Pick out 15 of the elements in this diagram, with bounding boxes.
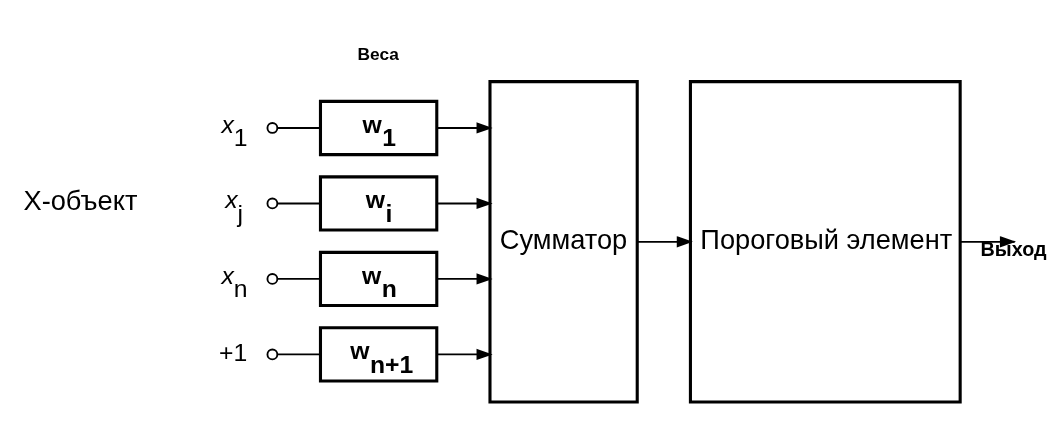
node-box: Сумматор xyxy=(488,79,639,404)
node-text: +1 xyxy=(219,338,248,366)
node-box: Пороговый элемент xyxy=(688,79,962,404)
connector xyxy=(266,197,322,209)
arrow xyxy=(436,197,493,209)
arrow xyxy=(636,235,693,247)
connector xyxy=(266,121,322,134)
connector xyxy=(266,272,322,285)
label: Веса xyxy=(357,43,399,64)
label: X-объект xyxy=(23,184,138,216)
arrow xyxy=(436,348,493,360)
arrow xyxy=(436,121,493,134)
edge-label: Выход xyxy=(980,237,1047,260)
arrow xyxy=(436,272,493,285)
connector xyxy=(266,348,322,360)
